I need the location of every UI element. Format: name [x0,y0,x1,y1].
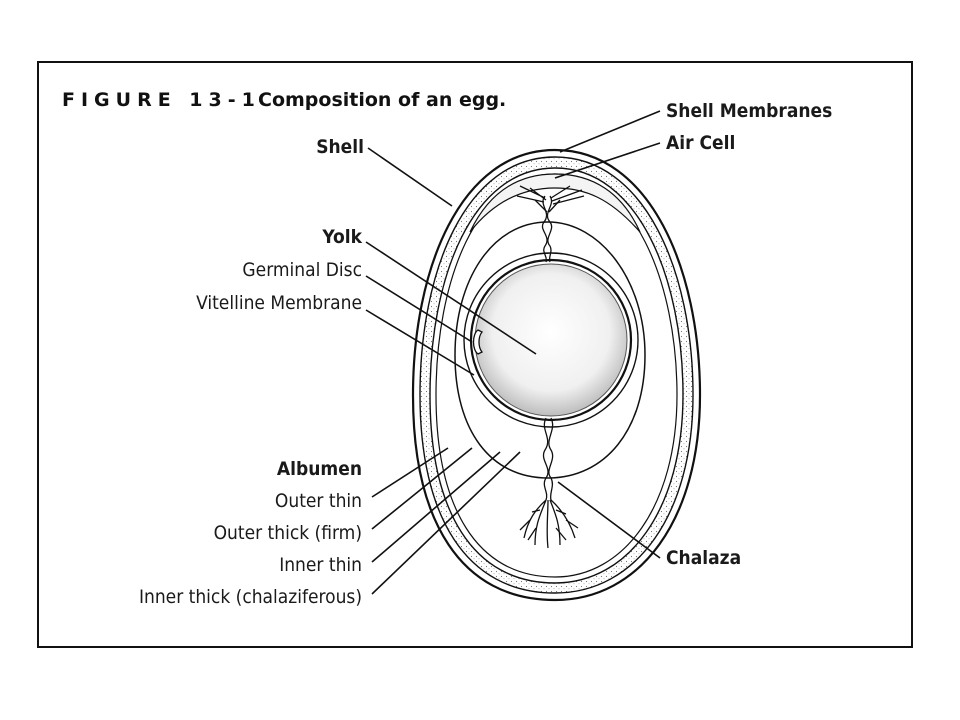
leader-chalaza [557,481,661,559]
yolk [474,263,628,417]
leader-outer-thick [371,447,473,530]
leader-yolk [365,241,537,355]
leader-shell-membranes [559,110,661,153]
leader-vitelline-membrane [365,309,475,376]
label-air-cell: Air Cell [666,132,735,154]
label-chalaza: Chalaza [666,547,741,569]
germinal-disc [472,329,484,355]
air-cell [469,173,641,233]
chalaza-upper [516,185,585,263]
leader-shell [367,147,453,207]
chalaza-lower [519,417,579,549]
labels: Shell Membranes Air Cell Shell Yolk Germ… [139,100,832,608]
label-yolk: Yolk [321,226,362,248]
figure-caption: Composition of an egg. [258,89,506,111]
label-shell: Shell [316,136,364,158]
label-outer-thick: Outer thick (firm) [214,522,362,544]
label-inner-thin: Inner thin [279,554,362,576]
label-outer-thin: Outer thin [275,490,362,512]
label-germinal-disc: Germinal Disc [242,259,362,281]
leader-inner-thick [371,451,521,595]
egg-illustration [411,148,702,602]
label-vitelline-membrane: Vitelline Membrane [196,292,362,314]
figure-number: FIGURE 13-1 [62,89,261,111]
label-albumen: Albumen [277,458,362,480]
label-inner-thick: Inner thick (chalaziferous) [139,586,362,608]
leader-air-cell [554,142,661,179]
leader-lines [365,110,661,595]
leader-outer-thin [371,447,449,498]
leader-germinal-disc [365,275,473,343]
leader-inner-thin [371,451,501,563]
label-shell-membranes: Shell Membranes [666,100,832,122]
